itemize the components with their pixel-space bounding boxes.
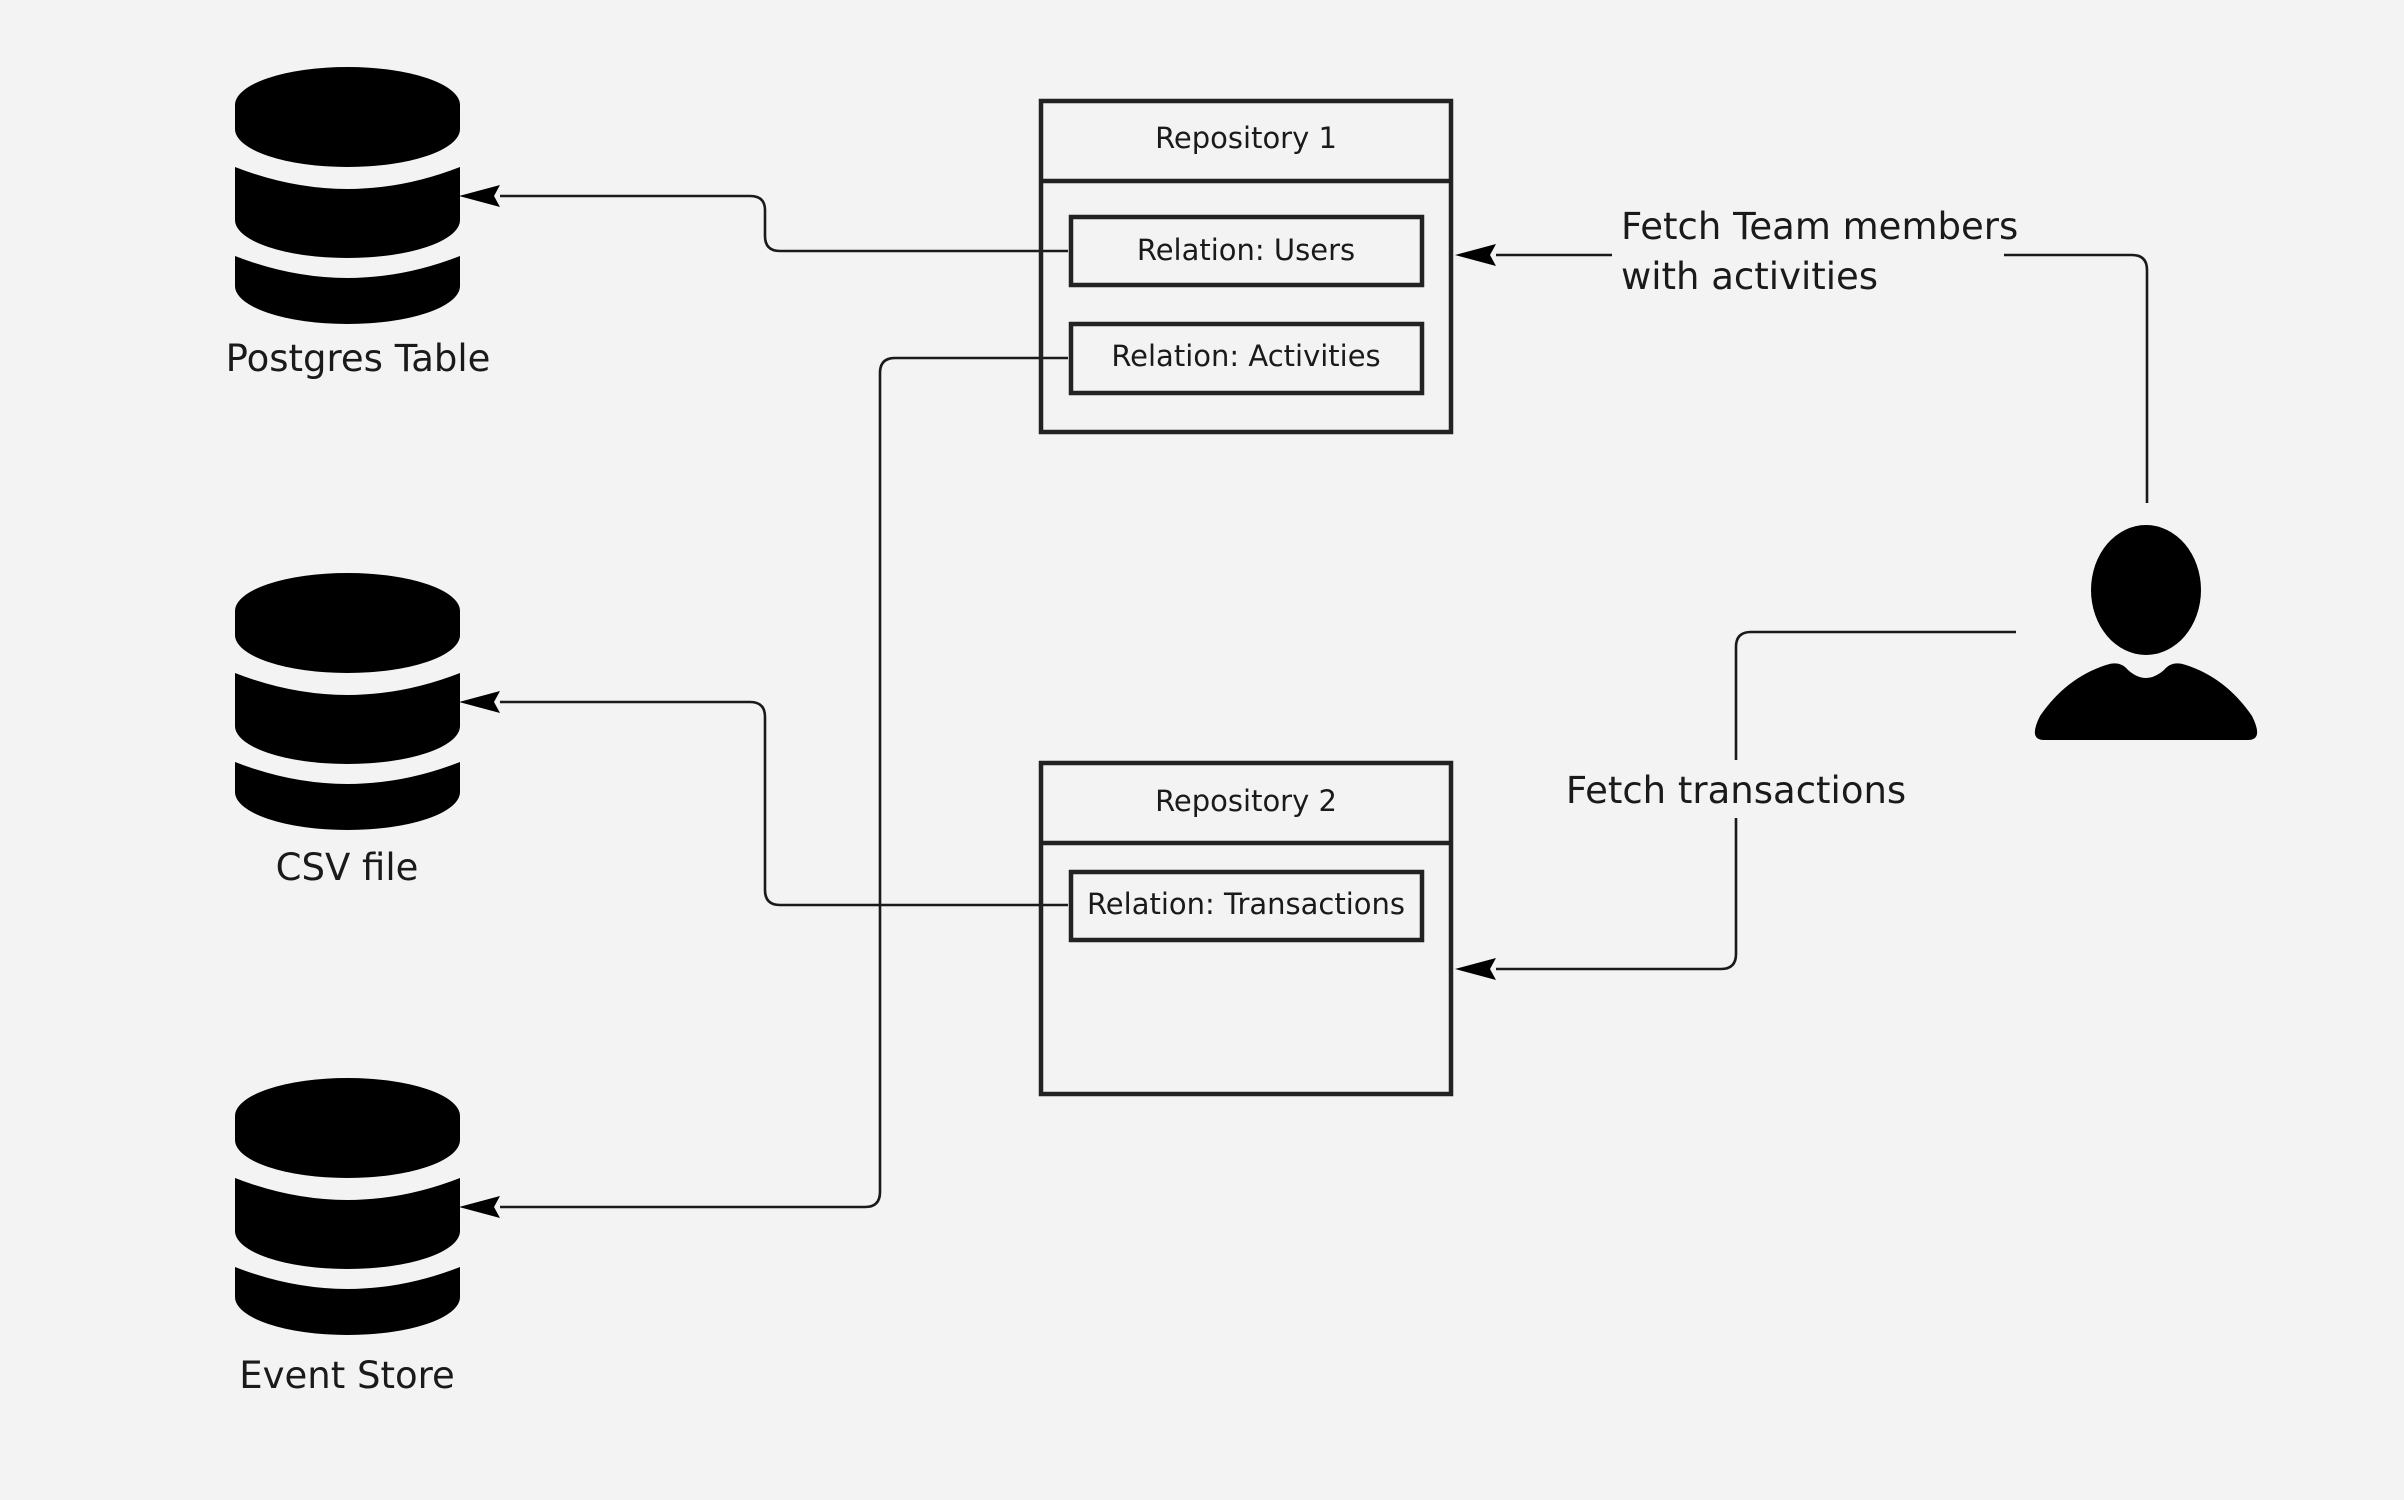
actor [2034, 525, 2258, 740]
database-icon [235, 67, 460, 324]
connector-activities-to-event-store [459, 356, 1068, 1218]
data-store-label: CSV file [276, 846, 419, 889]
relation-activities-box [1068, 321, 1425, 396]
connector-transactions-to-csv [459, 691, 1068, 907]
data-store-csv: CSV file [235, 573, 460, 889]
repository-1-frame [1038, 98, 1454, 435]
user-icon [2034, 525, 2258, 740]
relation-transactions-label: Relation: Transactions [1087, 887, 1405, 921]
edge-label-text: Fetch transactions [1566, 769, 1906, 812]
relation-users-label: Relation: Users [1137, 233, 1355, 267]
data-store-event-store: Event Store [235, 1078, 460, 1397]
relation-activities-label: Relation: Activities [1111, 339, 1380, 373]
connector-user-to-repository-1 [1455, 244, 2149, 503]
relation-users-box [1068, 214, 1425, 288]
repository-2-frame [1038, 760, 1454, 1097]
connector-users-to-postgres [459, 185, 1068, 253]
data-store-label: Postgres Table [226, 337, 491, 380]
repository-1-title: Repository 1 [1155, 121, 1337, 155]
relation-transactions-box [1068, 869, 1425, 943]
edge-label-line-2: with activities [1621, 255, 1878, 298]
repository-1: Repository 1 Relation: Users Relation: A… [1038, 98, 1454, 435]
data-store-postgres: Postgres Table [226, 67, 491, 380]
database-icon [235, 573, 460, 830]
data-store-label: Event Store [239, 1354, 455, 1397]
edge-label-line-1: Fetch Team members [1621, 205, 2018, 248]
edge-label-fetch-transactions: Fetch transactions [1566, 760, 1906, 818]
repository-2-title: Repository 2 [1155, 784, 1337, 818]
edge-label-fetch-team: Fetch Team members with activities [1612, 200, 2018, 305]
database-icon [235, 1078, 460, 1335]
repository-2: Repository 2 Relation: Transactions [1038, 760, 1454, 1097]
